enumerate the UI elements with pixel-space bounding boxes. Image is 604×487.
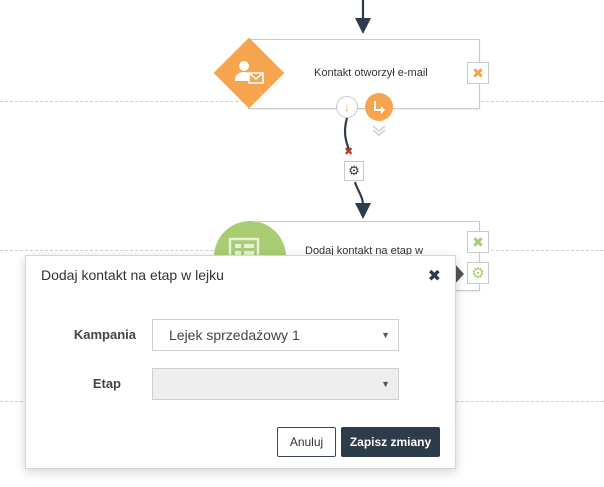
branch-arrow-icon [374, 101, 385, 114]
remove-connector-icon[interactable]: ✖ [344, 146, 354, 158]
branch-button[interactable] [365, 93, 393, 121]
chevron-down-icon: ▼ [381, 379, 390, 389]
delete-node-button[interactable]: ✖ [467, 62, 489, 84]
delete-node-button[interactable]: ✖ [467, 231, 489, 253]
cancel-button[interactable]: Anuluj [277, 427, 336, 457]
campaign-label: Kampania [73, 327, 136, 342]
connector-settings-button[interactable]: ⚙ [344, 161, 364, 181]
arrow-down-icon: ↓ [344, 100, 350, 114]
campaign-select-value: Lejek sprzedażowy 1 [169, 327, 300, 343]
person-email-icon [235, 61, 264, 84]
gear-icon: ⚙ [471, 265, 485, 282]
close-icon[interactable]: ✖ [427, 268, 441, 285]
connector-lower [353, 181, 365, 206]
node-settings-button[interactable]: ⚙ [467, 262, 489, 284]
save-button[interactable]: Zapisz zmiany [341, 427, 440, 457]
node-add-to-stage-label: Dodaj kontakt na etap w [305, 245, 424, 257]
stage-select[interactable]: ▼ [152, 368, 399, 400]
connector-middle [343, 117, 351, 151]
stage-label: Etap [92, 376, 121, 391]
campaign-select[interactable]: Lejek sprzedażowy 1 ▼ [152, 319, 399, 351]
add-to-stage-dialog: Dodaj kontakt na etap w lejku ✖ Kampania… [25, 255, 456, 469]
modal-pointer-arrow [454, 263, 464, 285]
node-email-opened-label: Kontakt otworzył e-mail [314, 67, 428, 79]
chevron-down-icon: ▼ [381, 330, 390, 340]
close-icon: ✖ [472, 233, 484, 250]
gear-icon: ⚙ [348, 163, 360, 178]
exit-down-button[interactable]: ↓ [336, 96, 358, 118]
arrow-head-top [355, 18, 371, 34]
arrow-head-lower [355, 203, 371, 219]
close-icon: ✖ [472, 64, 484, 81]
expand-chevrons-icon[interactable] [371, 124, 387, 138]
dialog-title: Dodaj kontakt na etap w lejku [41, 267, 224, 283]
